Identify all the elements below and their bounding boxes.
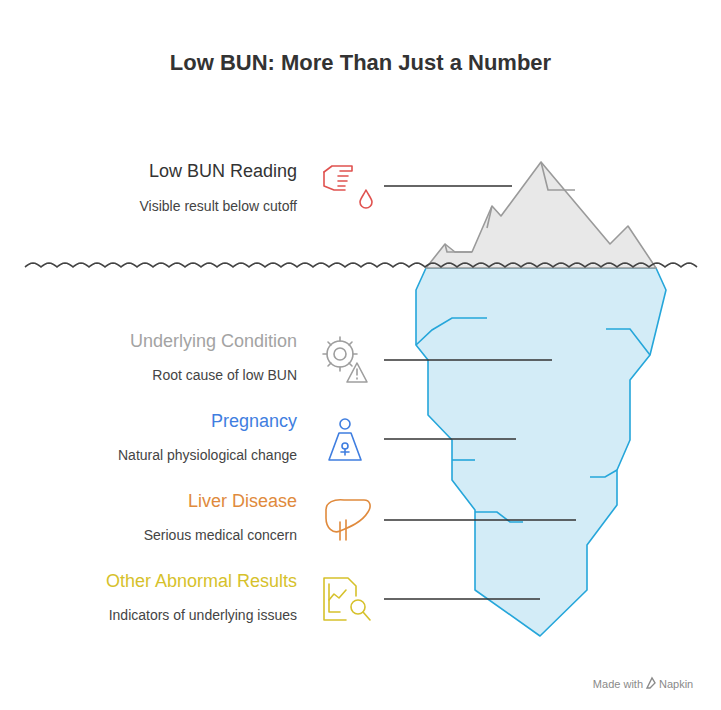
- iceberg-tip: [426, 162, 656, 268]
- report-search-icon: [324, 578, 370, 620]
- diagram-title: Low BUN: More Than Just a Number: [0, 49, 721, 77]
- watermark-text: Made with: [540, 676, 643, 692]
- heading-text: Liver Disease: [10, 490, 297, 513]
- pregnancy-icon: [329, 419, 361, 460]
- napkin-logo: [647, 678, 655, 688]
- tip-ridges: [445, 162, 575, 252]
- iceberg-cracks: [416, 318, 650, 522]
- iceberg-underwater: [416, 268, 666, 636]
- description-text: Visible result below cutoff: [10, 197, 297, 216]
- heading-text: Low BUN Reading: [10, 160, 297, 183]
- description-text: Natural physiological change: [10, 446, 297, 465]
- description-text: Serious medical concern: [10, 526, 297, 545]
- description-text: Indicators of underlying issues: [10, 606, 297, 625]
- leader-lines: [384, 186, 576, 599]
- gear-warning-icon: [323, 337, 367, 382]
- heading-text: Pregnancy: [10, 410, 297, 433]
- hand-drop-icon: [324, 166, 372, 208]
- water-line: [25, 263, 697, 267]
- heading-text: Underlying Condition: [10, 330, 297, 353]
- description-text: Root cause of low BUN: [10, 366, 297, 385]
- heading-text: Other Abnormal Results: [10, 570, 297, 593]
- watermark-text: Napkin: [659, 676, 693, 692]
- liver-icon: [326, 500, 370, 540]
